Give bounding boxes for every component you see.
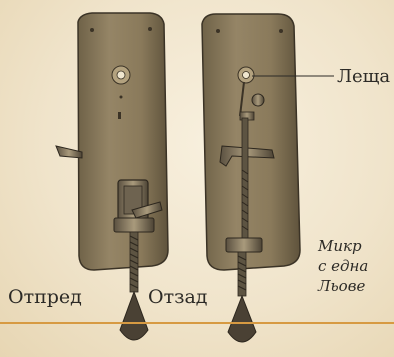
- back-rivet: [216, 29, 220, 33]
- label-lens: Леща: [337, 68, 390, 86]
- caption: Микр с една Льове: [318, 236, 368, 296]
- back-rivet: [279, 29, 283, 33]
- caption-line: Микр: [318, 236, 368, 256]
- label-front-view: Отпред: [8, 288, 82, 307]
- back-lens: [243, 72, 250, 79]
- front-lens: [117, 71, 125, 79]
- bottom-rule: [0, 322, 394, 324]
- back-screw-rod: [238, 252, 246, 296]
- front-handle: [120, 292, 148, 340]
- front-rivet: [148, 27, 152, 31]
- back-plate: [202, 14, 300, 270]
- caption-line: с една: [318, 256, 368, 276]
- back-handle: [228, 296, 256, 342]
- front-rivet: [90, 28, 94, 32]
- caption-line: Льове: [318, 276, 368, 296]
- front-screw-rod: [130, 232, 138, 292]
- back-microscope: [202, 14, 334, 342]
- label-back-view: Отзад: [148, 288, 207, 307]
